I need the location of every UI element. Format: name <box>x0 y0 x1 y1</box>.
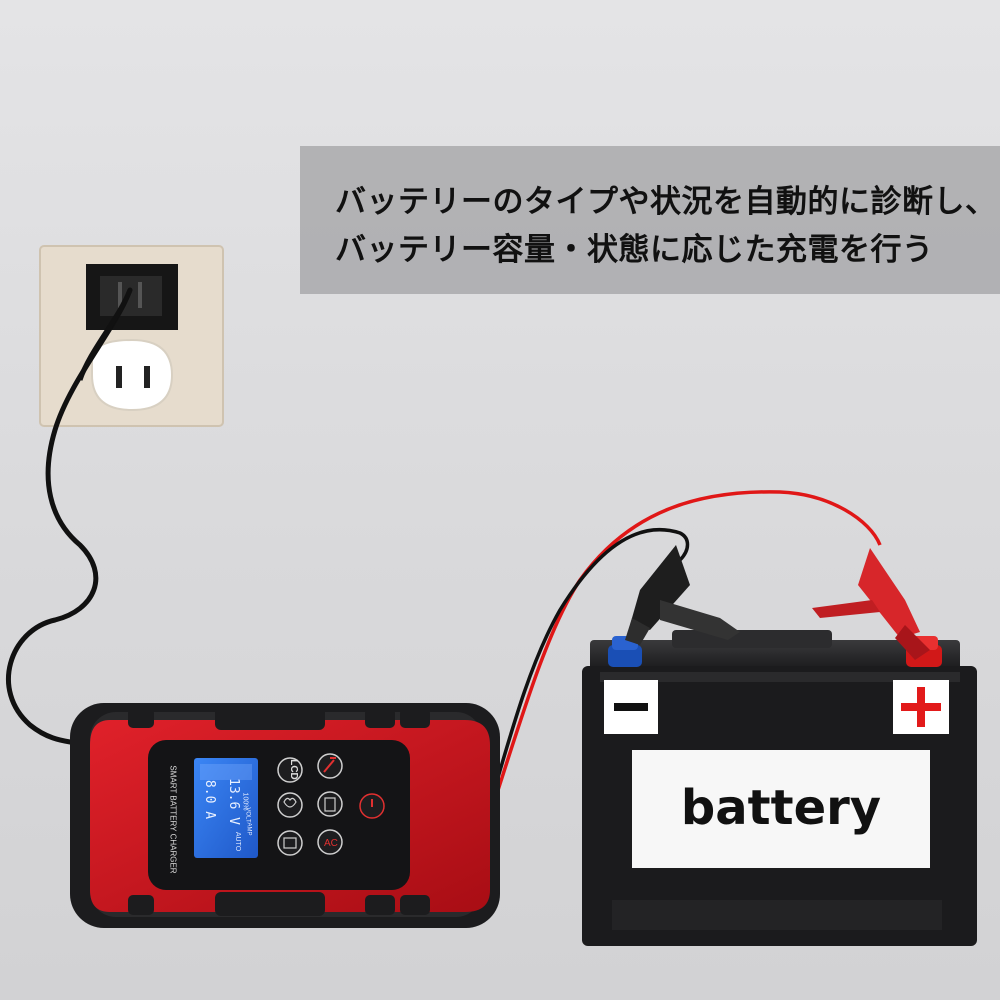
lcd-icon <box>277 757 303 783</box>
red-clamp <box>812 548 930 660</box>
banner-line-2: バッテリー容量・状態に応じた充電を行う <box>335 232 934 268</box>
battery-label-panel <box>632 750 930 868</box>
ac-icon <box>317 829 343 855</box>
lcd-voltage-readout: 13.6 V <box>225 778 241 825</box>
banner-line-1: バッテリーのタイプや状況を自動的に診断し、 <box>335 184 997 220</box>
red-cable <box>468 490 882 876</box>
lcd-auto-label: AUTO <box>234 831 242 852</box>
lcd-screen <box>194 758 258 858</box>
black-clamp <box>625 545 740 645</box>
heart-icon <box>277 792 303 818</box>
charger-brand-label: SMART BATTERY CHARGER <box>168 765 178 874</box>
empty-socket <box>91 338 174 412</box>
battery-label-text: battery <box>680 780 882 836</box>
lcd-volt-label: VOLT <box>244 807 251 823</box>
power-cord <box>5 287 133 748</box>
lcd-button-label: LCD <box>287 759 299 780</box>
lcd-current-readout: 8.0 A <box>202 779 218 820</box>
battery <box>582 630 977 946</box>
description-banner: バッテリーのタイプや状況を自動的に診断し、 バッテリー容量・状態に応じた充電を行… <box>300 146 1000 294</box>
battery-icon <box>317 791 343 817</box>
car-battery-icon <box>277 830 303 856</box>
charger-buttons: AC <box>277 753 385 856</box>
black-cable <box>468 527 690 871</box>
lcd-amp-label: AMP <box>245 822 252 836</box>
svg-text:AC: AC <box>324 838 338 849</box>
wall-outlet <box>39 245 224 427</box>
